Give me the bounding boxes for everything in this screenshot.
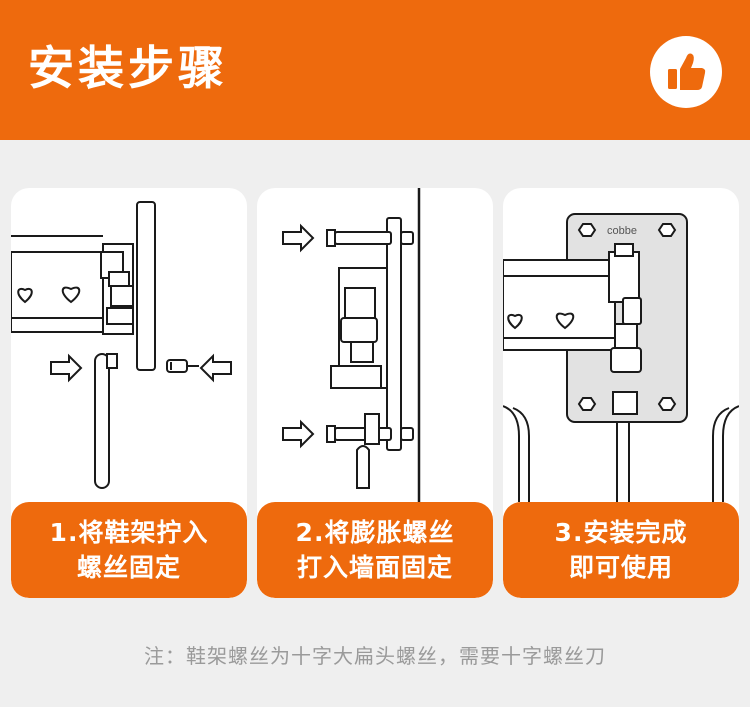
step-card-2: 2.将膨胀螺丝 打入墙面固定 [257,188,493,598]
header-banner: 安装步骤 [0,0,750,140]
step-1-label: 1.将鞋架拧入 螺丝固定 [11,502,247,598]
step-3-illustration: cobbe [503,213,739,502]
step-1-illustration [11,201,232,489]
step-1-line-2: 螺丝固定 [76,553,181,582]
step-1-line-1: 1.将鞋架拧入 [49,518,209,547]
step-2-label: 2.将膨胀螺丝 打入墙面固定 [257,502,493,598]
page-title: 安装步骤 [28,41,228,95]
step-card-1: 1.将鞋架拧入 螺丝固定 [11,188,247,598]
step-card-3: cobbe 3.安装完成 即可使用 [503,188,739,598]
step-3-label: 3.安装完成 即可使用 [503,502,739,598]
footnote: 注：鞋架螺丝为十字大扁头螺丝，需要十字螺丝刀 [144,644,606,668]
step-2-line-1: 2.将膨胀螺丝 [295,518,455,547]
step-2-illustration [282,188,421,502]
step-2-line-2: 打入墙面固定 [296,553,453,582]
thumbs-up-icon [650,36,722,108]
step-3-line-1: 3.安装完成 [554,518,688,547]
step-3-line-2: 即可使用 [568,553,673,582]
plate-logo: cobbe [607,225,637,237]
